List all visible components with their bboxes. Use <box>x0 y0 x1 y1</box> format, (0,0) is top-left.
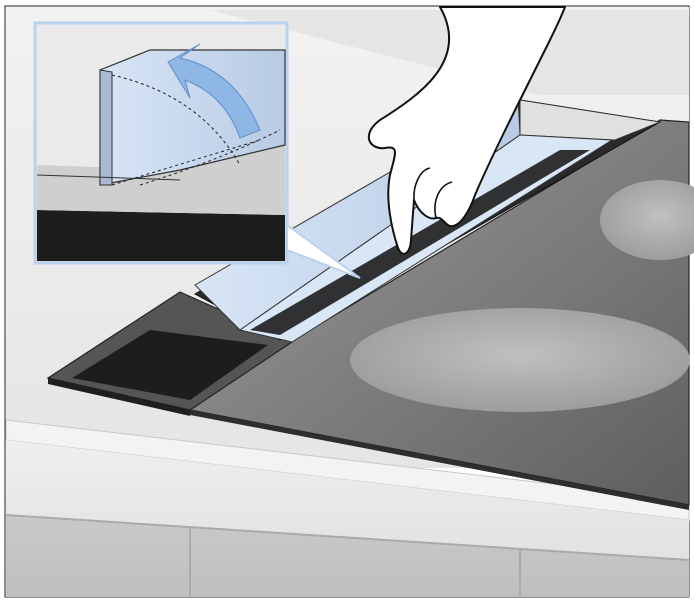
inset-slot <box>37 210 285 261</box>
inset-filter-edge <box>100 70 112 185</box>
burner-large <box>350 308 690 412</box>
detail-inset <box>35 23 287 263</box>
